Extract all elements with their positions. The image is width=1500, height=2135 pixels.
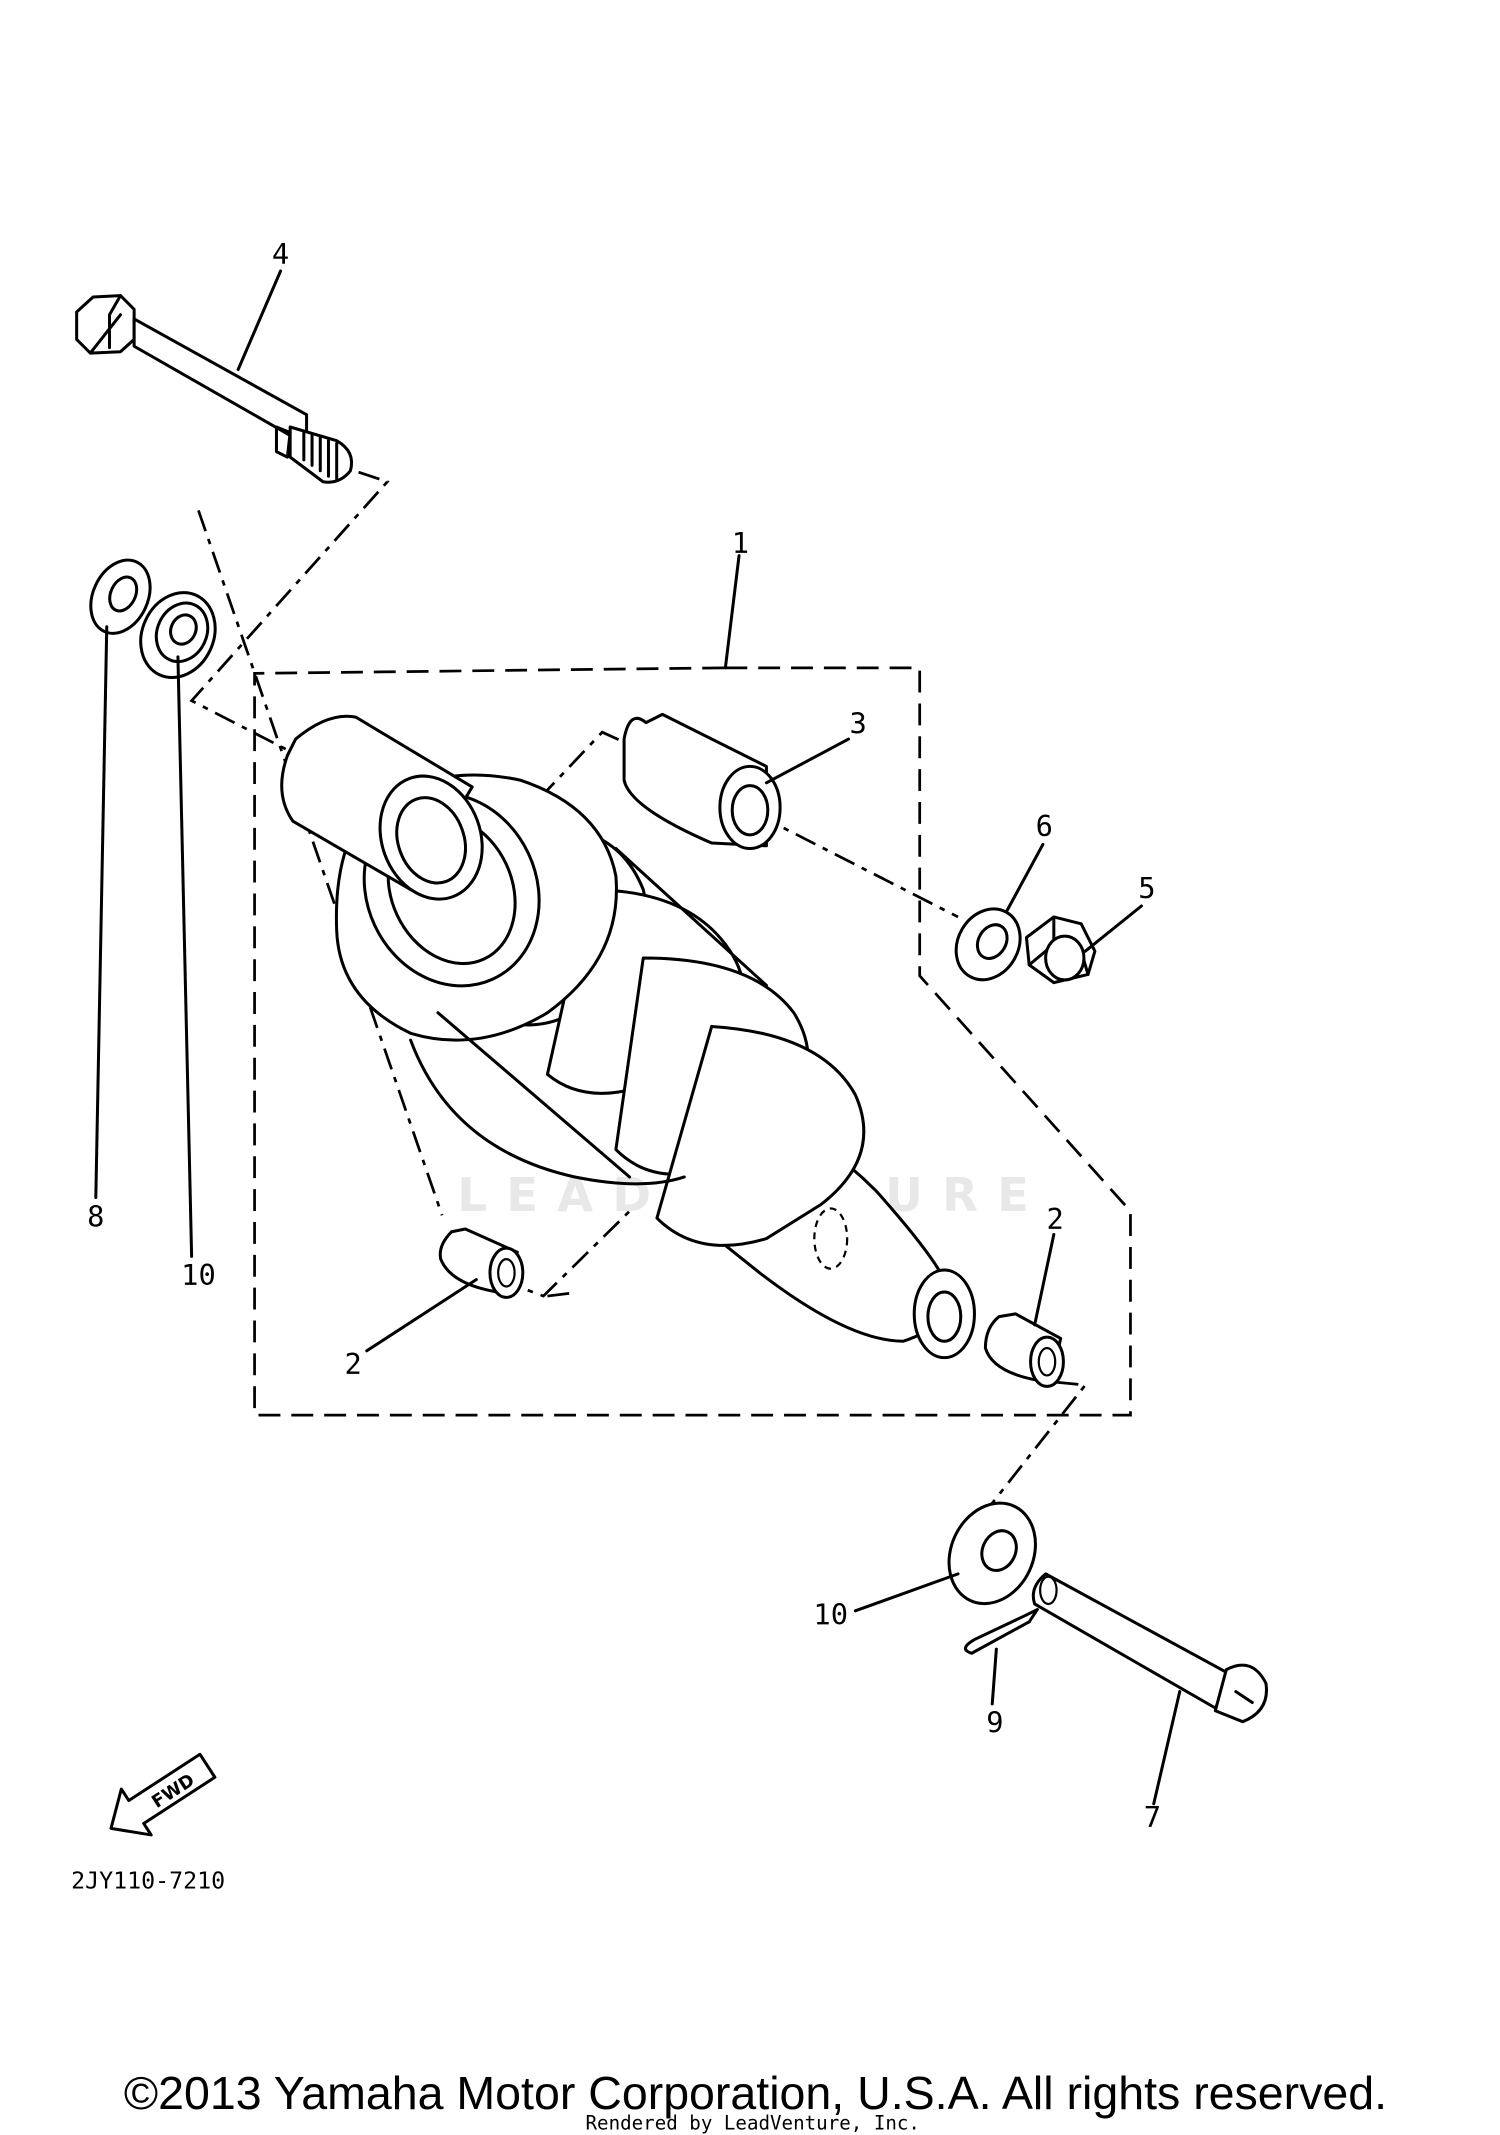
callout-6: 6 xyxy=(1036,809,1053,843)
rendered-by-note: Rendered by LeadVenture, Inc. xyxy=(586,2112,920,2135)
fwd-arrow-icon: FWD xyxy=(109,1752,217,1837)
collar-part-2-left xyxy=(438,1227,525,1299)
thrust-cover-part-10-lower xyxy=(947,1501,1037,1606)
callout-1: 1 xyxy=(732,526,749,560)
nut-part-5 xyxy=(1024,915,1097,985)
callout-3: 3 xyxy=(849,707,866,741)
washer-part-8 xyxy=(89,558,152,635)
leader-lines xyxy=(94,269,1182,1806)
cotter-pin-part-9 xyxy=(964,1607,1039,1655)
collar-part-3 xyxy=(622,712,782,851)
callout-2-left: 2 xyxy=(344,1347,361,1381)
shock-absorber-part-1 xyxy=(280,714,976,1360)
callout-numbers: 4 1 3 6 5 8 10 2 2 10 9 7 xyxy=(87,237,1161,1834)
callout-2-right: 2 xyxy=(1047,1202,1064,1236)
copyright-notice: ©2013 Yamaha Motor Corporation, U.S.A. A… xyxy=(124,2067,1387,2119)
callout-10-lower: 10 xyxy=(813,1598,848,1632)
callout-4: 4 xyxy=(272,237,289,271)
callout-7: 7 xyxy=(1144,1800,1161,1834)
thrust-cover-part-10-upper xyxy=(139,591,217,679)
callout-5: 5 xyxy=(1138,871,1155,905)
lower-pin-part-7 xyxy=(1031,1572,1268,1724)
callout-9: 9 xyxy=(986,1706,1003,1740)
assembly-boundary xyxy=(253,666,1132,1417)
callout-8: 8 xyxy=(87,1199,104,1233)
diagram-code: 2JY110-7210 xyxy=(71,1868,225,1895)
callout-10-upper: 10 xyxy=(181,1258,216,1292)
washer-part-6 xyxy=(954,907,1022,982)
upper-bolt-part-4 xyxy=(75,294,354,484)
collar-part-2-right xyxy=(983,1312,1065,1388)
